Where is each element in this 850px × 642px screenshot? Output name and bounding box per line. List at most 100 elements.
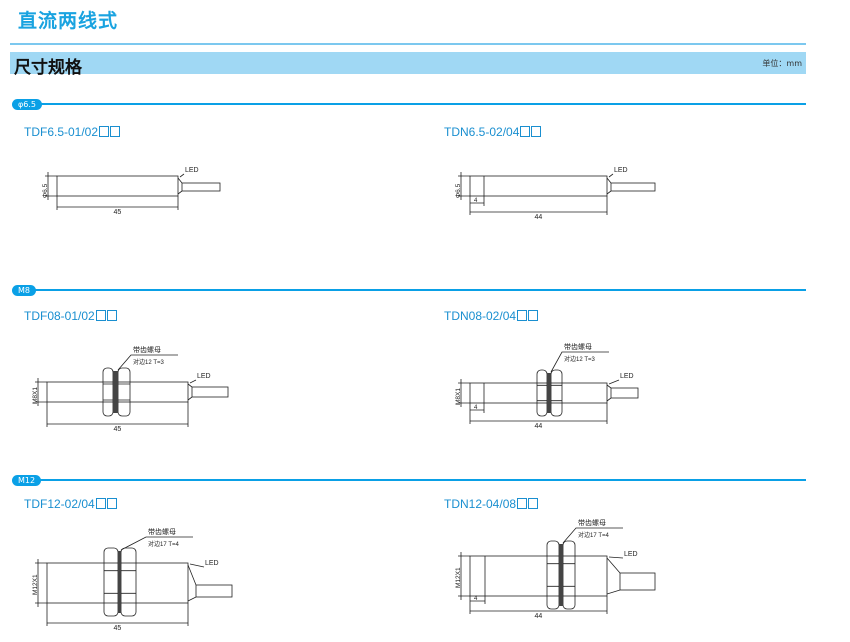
nut <box>562 540 576 610</box>
section-pill: φ6.5 <box>12 99 42 110</box>
section-header-phi6-5: φ6.5 <box>12 99 806 111</box>
nut-edge <box>103 383 113 401</box>
led-leader <box>608 379 620 385</box>
length-label: 45 <box>114 209 122 216</box>
section-line <box>32 289 806 291</box>
led-label: LED <box>197 373 211 380</box>
nut <box>117 367 131 417</box>
length-label: 44 <box>535 214 543 221</box>
nut <box>536 369 548 417</box>
tip-dimension-line <box>470 196 485 206</box>
sensor-body <box>56 175 179 197</box>
unit-label: 单位：mm <box>762 59 802 68</box>
led-leader <box>189 563 205 568</box>
nut <box>103 547 119 617</box>
nut-teeth <box>547 373 551 413</box>
diameter-label: M12X1 <box>455 567 462 588</box>
model-label: TDF6.5-01/02 <box>24 125 121 139</box>
nut <box>120 547 137 617</box>
sensor-body <box>469 555 608 597</box>
section-pill: M12 <box>12 475 42 486</box>
nut-spec-label: 对边17 T=4 <box>578 531 610 539</box>
leader-line <box>120 536 193 551</box>
cable-taper <box>606 384 612 402</box>
nut-edge <box>121 570 136 594</box>
led-leader <box>189 379 197 384</box>
led-leader <box>608 556 624 559</box>
nut-edge <box>118 383 130 401</box>
sensor-drawing: LED 45 Φ6.5 <box>42 167 221 216</box>
length-dimension-line <box>469 403 608 424</box>
section-line <box>32 479 806 481</box>
nut-label: 带齿螺母 <box>578 518 606 527</box>
section-band: 尺寸规格 单位：mm <box>10 52 806 78</box>
page-title: 直流两线式 <box>18 10 119 32</box>
cable-taper <box>187 564 197 602</box>
tip-label: 4 <box>474 596 478 602</box>
nut <box>550 369 563 417</box>
nut <box>102 367 114 417</box>
length-dimension-line <box>46 402 189 427</box>
section-pill: M8 <box>12 285 36 296</box>
cable <box>619 572 656 591</box>
length-dimension-line <box>56 196 179 210</box>
length-label: 45 <box>114 625 122 632</box>
leader-line <box>550 351 609 373</box>
nut-edge <box>547 563 559 587</box>
led-leader <box>179 173 185 178</box>
tip-label: 4 <box>474 198 478 204</box>
nut-edge <box>537 384 547 402</box>
cable-taper <box>187 383 193 401</box>
leader-line <box>562 527 623 544</box>
diameter-label: M12X1 <box>32 574 39 595</box>
nut-spec-label: 对边12 T=3 <box>133 358 165 366</box>
nut <box>546 540 560 610</box>
length-dimension-line <box>469 196 608 215</box>
cable <box>610 387 639 399</box>
led-label: LED <box>185 167 199 174</box>
nut-edge <box>551 384 562 402</box>
cable-taper <box>606 557 621 595</box>
diameter-label: Φ6.5 <box>42 183 49 198</box>
model-label: TDF12-02/04 <box>24 497 117 511</box>
diameter-label: M8X1 <box>455 388 462 405</box>
tip-label: 4 <box>474 405 478 411</box>
length-label: 45 <box>114 426 122 433</box>
model-label: TDN6.5-02/04 <box>444 125 542 139</box>
nut-teeth <box>113 371 118 413</box>
divider <box>10 43 806 45</box>
nut-edge <box>563 563 575 587</box>
sensor-body <box>46 562 189 604</box>
nut-teeth <box>559 544 563 606</box>
nut-label: 带齿螺母 <box>148 527 176 536</box>
cable-taper <box>177 177 183 195</box>
led-label: LED <box>614 167 628 174</box>
leader-line <box>117 354 178 371</box>
cable <box>610 182 656 192</box>
cable-taper <box>606 177 612 195</box>
section-heading: 尺寸规格 <box>14 58 82 78</box>
cable <box>181 182 221 192</box>
nut-label: 带齿螺母 <box>133 345 161 354</box>
model-label: TDN08-02/04 <box>444 309 539 323</box>
model-label: TDF08-01/02 <box>24 309 117 323</box>
nut-teeth <box>118 551 121 613</box>
led-label: LED <box>620 373 634 380</box>
model-label: TDN12-04/08 <box>444 497 539 511</box>
led-label: LED <box>624 551 638 558</box>
nut-edge <box>104 570 118 594</box>
nut-spec-label: 对边17 T=4 <box>148 540 180 548</box>
sensor-body <box>469 175 608 197</box>
diameter-label: Φ6.5 <box>455 183 462 198</box>
cable <box>195 584 233 598</box>
diameter-label: M8X1 <box>32 387 39 404</box>
length-dimension-line <box>469 596 608 614</box>
section-line <box>32 103 806 105</box>
diameter-dimension-line <box>45 172 57 200</box>
length-dimension-line <box>46 603 189 626</box>
